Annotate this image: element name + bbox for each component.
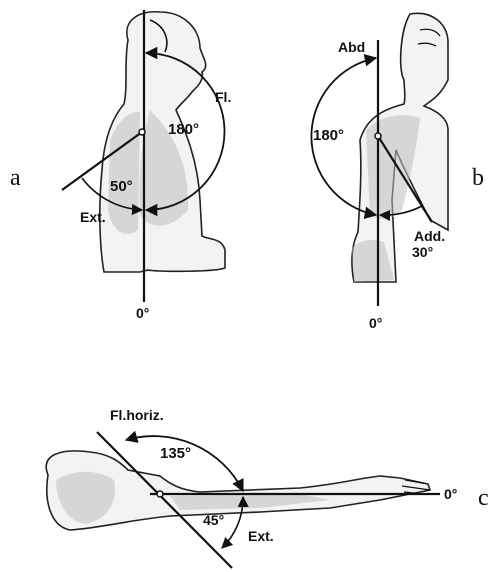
figure-a-extension-angle: 50° — [110, 178, 133, 195]
figure-c-horizontal-flexion-label: Fl.horiz. — [110, 407, 164, 423]
panel-b: Abd 180° Add. 30° 0° b — [311, 13, 484, 331]
panel-b-letter: b — [472, 165, 484, 191]
panel-a-letter: a — [10, 165, 21, 191]
figure-a-flexion-angle: 180° — [168, 121, 199, 138]
figure-b-zero-label: 0° — [369, 315, 382, 331]
figure-c-zero-label: 0° — [444, 486, 457, 502]
figure-a-flexion-label: Fl. — [215, 89, 231, 105]
figure-a-zero-label: 0° — [136, 305, 149, 321]
figure-b-abduction-label: Abd — [338, 39, 365, 55]
panel-c: Fl.horiz. 135° 45° Ext. 0° c — [46, 407, 488, 568]
figure-c-extension-label: Ext. — [248, 528, 274, 544]
panel-a: Fl. 180° Ext. 50° 0° a — [10, 10, 231, 321]
figure-b-adduction-angle: 30° — [412, 244, 433, 260]
figure-a-extension-label: Ext. — [80, 209, 106, 225]
figure-b-adduction-label: Add. — [414, 228, 445, 244]
figure-c-extension-angle: 45° — [203, 512, 224, 528]
figure-a-body — [100, 12, 225, 272]
figure-b-abduction-angle: 180° — [313, 127, 344, 144]
figure-c-horizontal-flexion-angle: 135° — [160, 445, 191, 462]
figure-c-body — [46, 451, 430, 530]
panel-c-letter: c — [478, 485, 489, 511]
